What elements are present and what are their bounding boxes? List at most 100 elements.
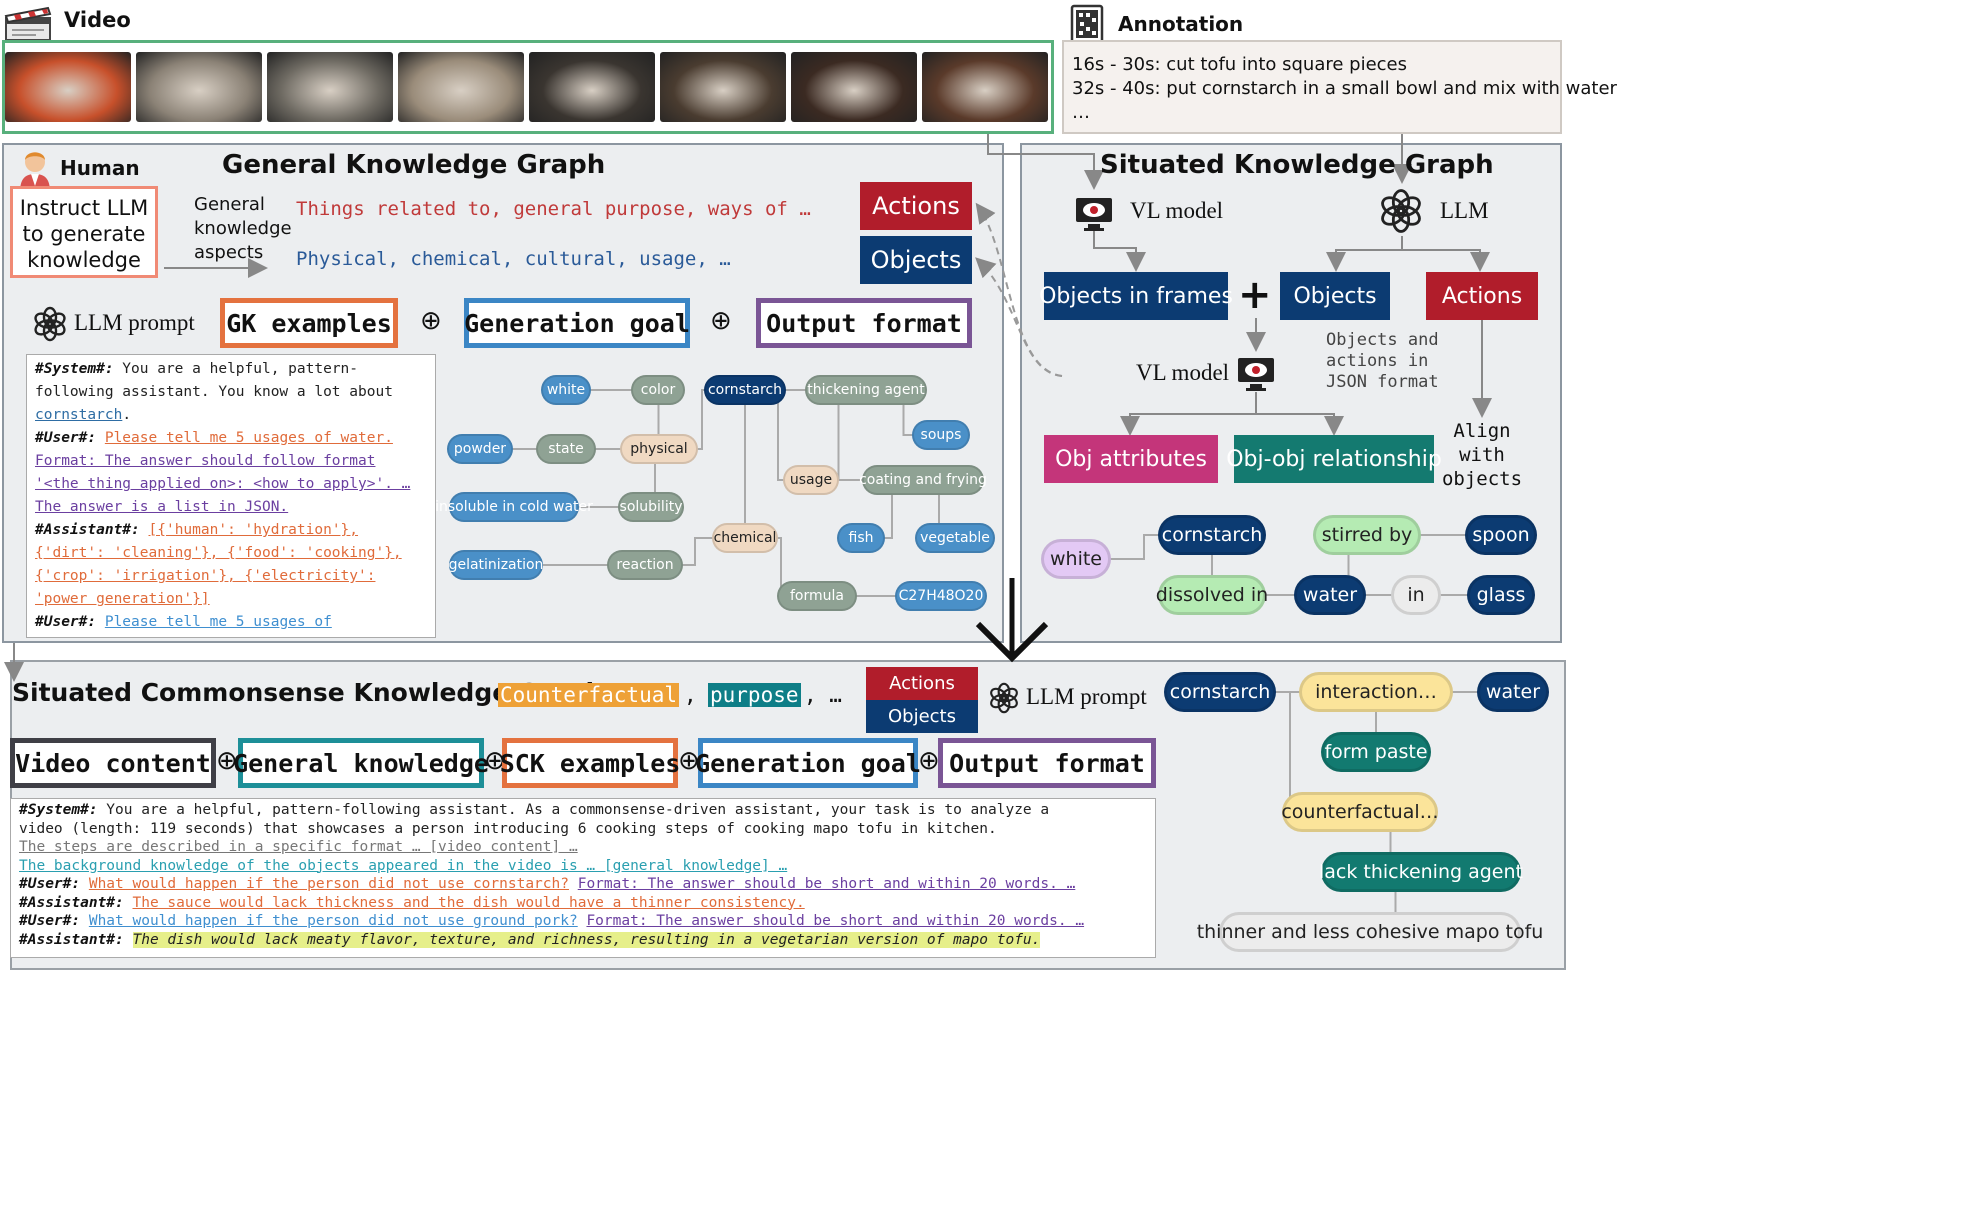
counterfactual-tag: Counterfactual: [498, 683, 680, 707]
prompt-role: #Assistant#:: [35, 522, 140, 538]
prompt-role: #User#:: [19, 876, 81, 892]
monitor-eye-icon: [1074, 196, 1114, 232]
align-line: objects: [1441, 468, 1523, 490]
obj-relationship-badge: Obj-obj relationship: [1226, 435, 1442, 483]
openai-logo-icon: [1378, 188, 1424, 234]
json-note-line: JSON format: [1326, 372, 1439, 392]
graph-node-spoon: spoon: [1465, 515, 1537, 555]
graph-node-soups: soups: [912, 420, 970, 450]
prompt-segment: The answer is a list in JSON.: [35, 499, 289, 515]
oplus-icon: ⊕: [484, 746, 506, 776]
frame-cutting-tofu: [136, 52, 262, 122]
frame-adding-cornstarch: [922, 52, 1048, 122]
prompt-segment: '<the thing applied on>: <how to apply>'…: [35, 476, 411, 492]
prompt-segment: video (length: 119 seconds) that showcas…: [19, 820, 997, 837]
graph-node-state: state: [536, 434, 596, 464]
openai-logo-icon: [988, 682, 1020, 714]
graph-node-in: in: [1391, 575, 1441, 615]
prompt-segment: Please tell me 5 usages of: [104, 614, 332, 630]
aspects-line: aspects: [194, 242, 264, 263]
prompt-segment: Please tell me 5 usages of water.: [104, 430, 393, 446]
json-note-line: Objects and: [1326, 330, 1439, 350]
prompt-segment: [96, 614, 105, 630]
instruct-line: Instruct LLM: [19, 196, 149, 220]
json-note-line: actions in: [1326, 351, 1429, 371]
graph-node-vegetable: vegetable: [915, 523, 995, 553]
prompt-line: #Assistant#: The dish would lack meaty f…: [19, 931, 1147, 950]
prompt-segment: 'power generation'}]: [35, 591, 210, 607]
graph-node-interaction: interaction…: [1299, 672, 1453, 712]
skg-title: Situated Knowledge Graph: [1100, 150, 1494, 180]
video-content-box: Video content: [10, 738, 216, 788]
actions-aspects-text: Things related to, general purpose, ways…: [296, 198, 811, 220]
gkg-output-format-box: Output format: [756, 298, 972, 348]
graph-node-color: color: [631, 375, 685, 405]
prompt-line: Format: The answer should follow format: [35, 450, 427, 473]
graph-node-physical: physical: [620, 434, 698, 464]
graph-node-dissolved: dissolved in: [1156, 575, 1268, 615]
graph-node-solubility: solubility: [618, 492, 684, 522]
prompt-segment: {'crop': 'irrigation'}, {'electricity':: [35, 568, 376, 584]
prompt-role: #Assistant#:: [19, 931, 124, 948]
instruct-box: [10, 186, 158, 278]
prompt-segment: [140, 522, 149, 538]
prompt-segment: .: [122, 407, 132, 423]
gkg-objects-badge: Objects: [860, 236, 972, 284]
graph-node-counterfactual: counterfactual…: [1281, 792, 1439, 832]
graph-node-fish: fish: [837, 523, 885, 553]
plus-icon: +: [1238, 272, 1272, 318]
skg-actions-badge: Actions: [1426, 272, 1538, 320]
prompt-line: #Assistant#: [{'human': 'hydration'},: [35, 519, 427, 542]
human-label: Human: [60, 156, 140, 180]
video-title: Video: [64, 8, 131, 32]
graph-node-insoluble: insoluble in cold water: [435, 492, 593, 522]
objects-in-frames-badge: Objects in frames: [1039, 272, 1233, 320]
oplus-icon: ⊕: [678, 746, 700, 776]
prompt-segment: Format: The answer should be short and w…: [577, 876, 1076, 892]
graph-node-thickening: thickening agent: [805, 375, 927, 405]
prompt-segment: You are a helpful, pattern-following ass…: [97, 802, 1050, 818]
graph-node-water: water: [1477, 672, 1549, 712]
graph-node-reaction: reaction: [607, 550, 683, 580]
prompt-line: #Assistant#: The sauce would lack thickn…: [19, 894, 1147, 913]
frame-pouring-sauce: [398, 52, 524, 122]
objects-aspects-text: Physical, chemical, cultural, usage, …: [296, 248, 731, 270]
frame-mapo-tofu-bowl: [5, 52, 131, 122]
graph-node-gelatinization: gelatinization: [449, 550, 543, 580]
graph-node-formpaste: form paste: [1321, 732, 1431, 772]
aspects-line: General: [194, 194, 265, 215]
prompt-line: The steps are described in a specific fo…: [19, 838, 1147, 857]
prompt-line: 'power generation'}]: [35, 588, 427, 611]
prompt-segment: cornstarch: [35, 407, 123, 423]
gkg-actions-badge: Actions: [860, 182, 972, 230]
prompt-segment: {'dirt': 'cleaning'}, {'food': 'cooking'…: [35, 545, 402, 561]
align-line: Align: [1453, 420, 1511, 442]
oplus-icon: ⊕: [710, 306, 732, 336]
prompt-role: #User#:: [19, 913, 81, 929]
prompt-segment: [124, 932, 133, 948]
prompt-line: The answer is a list in JSON.: [35, 496, 427, 519]
prompt-line: {'dirt': 'cleaning'}, {'food': 'cooking'…: [35, 542, 427, 565]
prompt-segment: What would happen if the person did not …: [88, 913, 578, 929]
prompt-segment: The sauce would lack thickness and the d…: [132, 894, 805, 911]
document-icon: [1070, 4, 1106, 44]
oplus-icon: ⊕: [918, 746, 940, 776]
gkg-llm-prompt-label: LLM prompt: [74, 310, 195, 335]
prompt-segment: cornstarch.: [35, 637, 131, 638]
prompt-line: cornstarch.: [35, 404, 427, 427]
gkg-prompt-text: #System#: You are a helpful, pattern-fol…: [26, 354, 436, 638]
vl-model-label: VL model: [1130, 198, 1224, 223]
graph-node-c27: C27H48O20: [895, 581, 987, 611]
prompt-segment: The steps are described in a specific fo…: [19, 839, 578, 855]
graph-node-cornstarch: cornstarch: [1158, 515, 1266, 555]
oplus-icon: ⊕: [420, 306, 442, 336]
prompt-line: video (length: 119 seconds) that showcas…: [19, 820, 1147, 839]
instruct-line: knowledge: [27, 248, 141, 272]
obj-attributes-badge: Obj attributes: [1044, 435, 1218, 483]
prompt-segment: [131, 637, 140, 638]
annotation-box: [1062, 40, 1562, 134]
openai-logo-icon: [32, 306, 68, 342]
graph-node-glass: glass: [1467, 575, 1535, 615]
prompt-role: #System#:: [19, 802, 98, 818]
frame-adding-sauce: [660, 52, 786, 122]
